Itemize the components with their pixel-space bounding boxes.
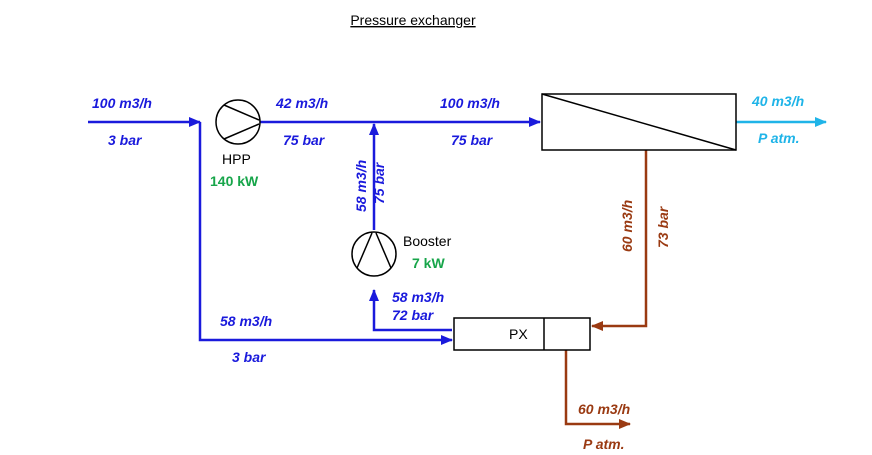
reject-pressure-label: P atm. [583,436,625,452]
hpp-power: 140 kW [210,173,259,189]
reject-flow-label: 60 m3/h [578,401,630,417]
px-unit [453,317,591,351]
hpp-out-flow-label: 42 m3/h [275,95,328,111]
px-hp-out-pressure-label: 72 bar [392,307,435,323]
permeate-pressure-label: P atm. [758,130,800,146]
reject-pipe [564,350,631,429]
hpp-pump-icon [215,99,261,145]
booster-out-flow-label: 58 m3/h [353,160,369,212]
feed-flow-label: 100 m3/h [92,95,152,111]
px-lp-in-pressure-label: 3 bar [232,349,267,365]
membrane-in-pressure-label: 75 bar [451,132,494,148]
hpp-out-pressure-label: 75 bar [283,132,326,148]
px-hp-out-flow-label: 58 m3/h [392,289,444,305]
px-lp-in-flow-label: 58 m3/h [220,313,272,329]
px-lp-feed-pipe [198,122,453,345]
px-label: PX [509,326,528,342]
brine-pipe [591,150,648,331]
px-hp-outlet-pipe [369,289,452,332]
brine-flow-label: 60 m3/h [619,200,635,252]
booster-label: Booster [403,233,452,249]
booster-out-pressure-label: 75 bar [371,161,387,204]
booster-pump-icon [351,231,397,277]
booster-power: 7 kW [412,255,445,271]
diagram-title: Pressure exchanger [350,12,476,28]
feed-pressure-label: 3 bar [108,132,143,148]
brine-pressure-label: 73 bar [655,205,671,248]
membrane-unit-icon [541,93,737,151]
permeate-flow-label: 40 m3/h [751,93,804,109]
hpp-label: HPP [222,151,251,167]
membrane-in-flow-label: 100 m3/h [440,95,500,111]
